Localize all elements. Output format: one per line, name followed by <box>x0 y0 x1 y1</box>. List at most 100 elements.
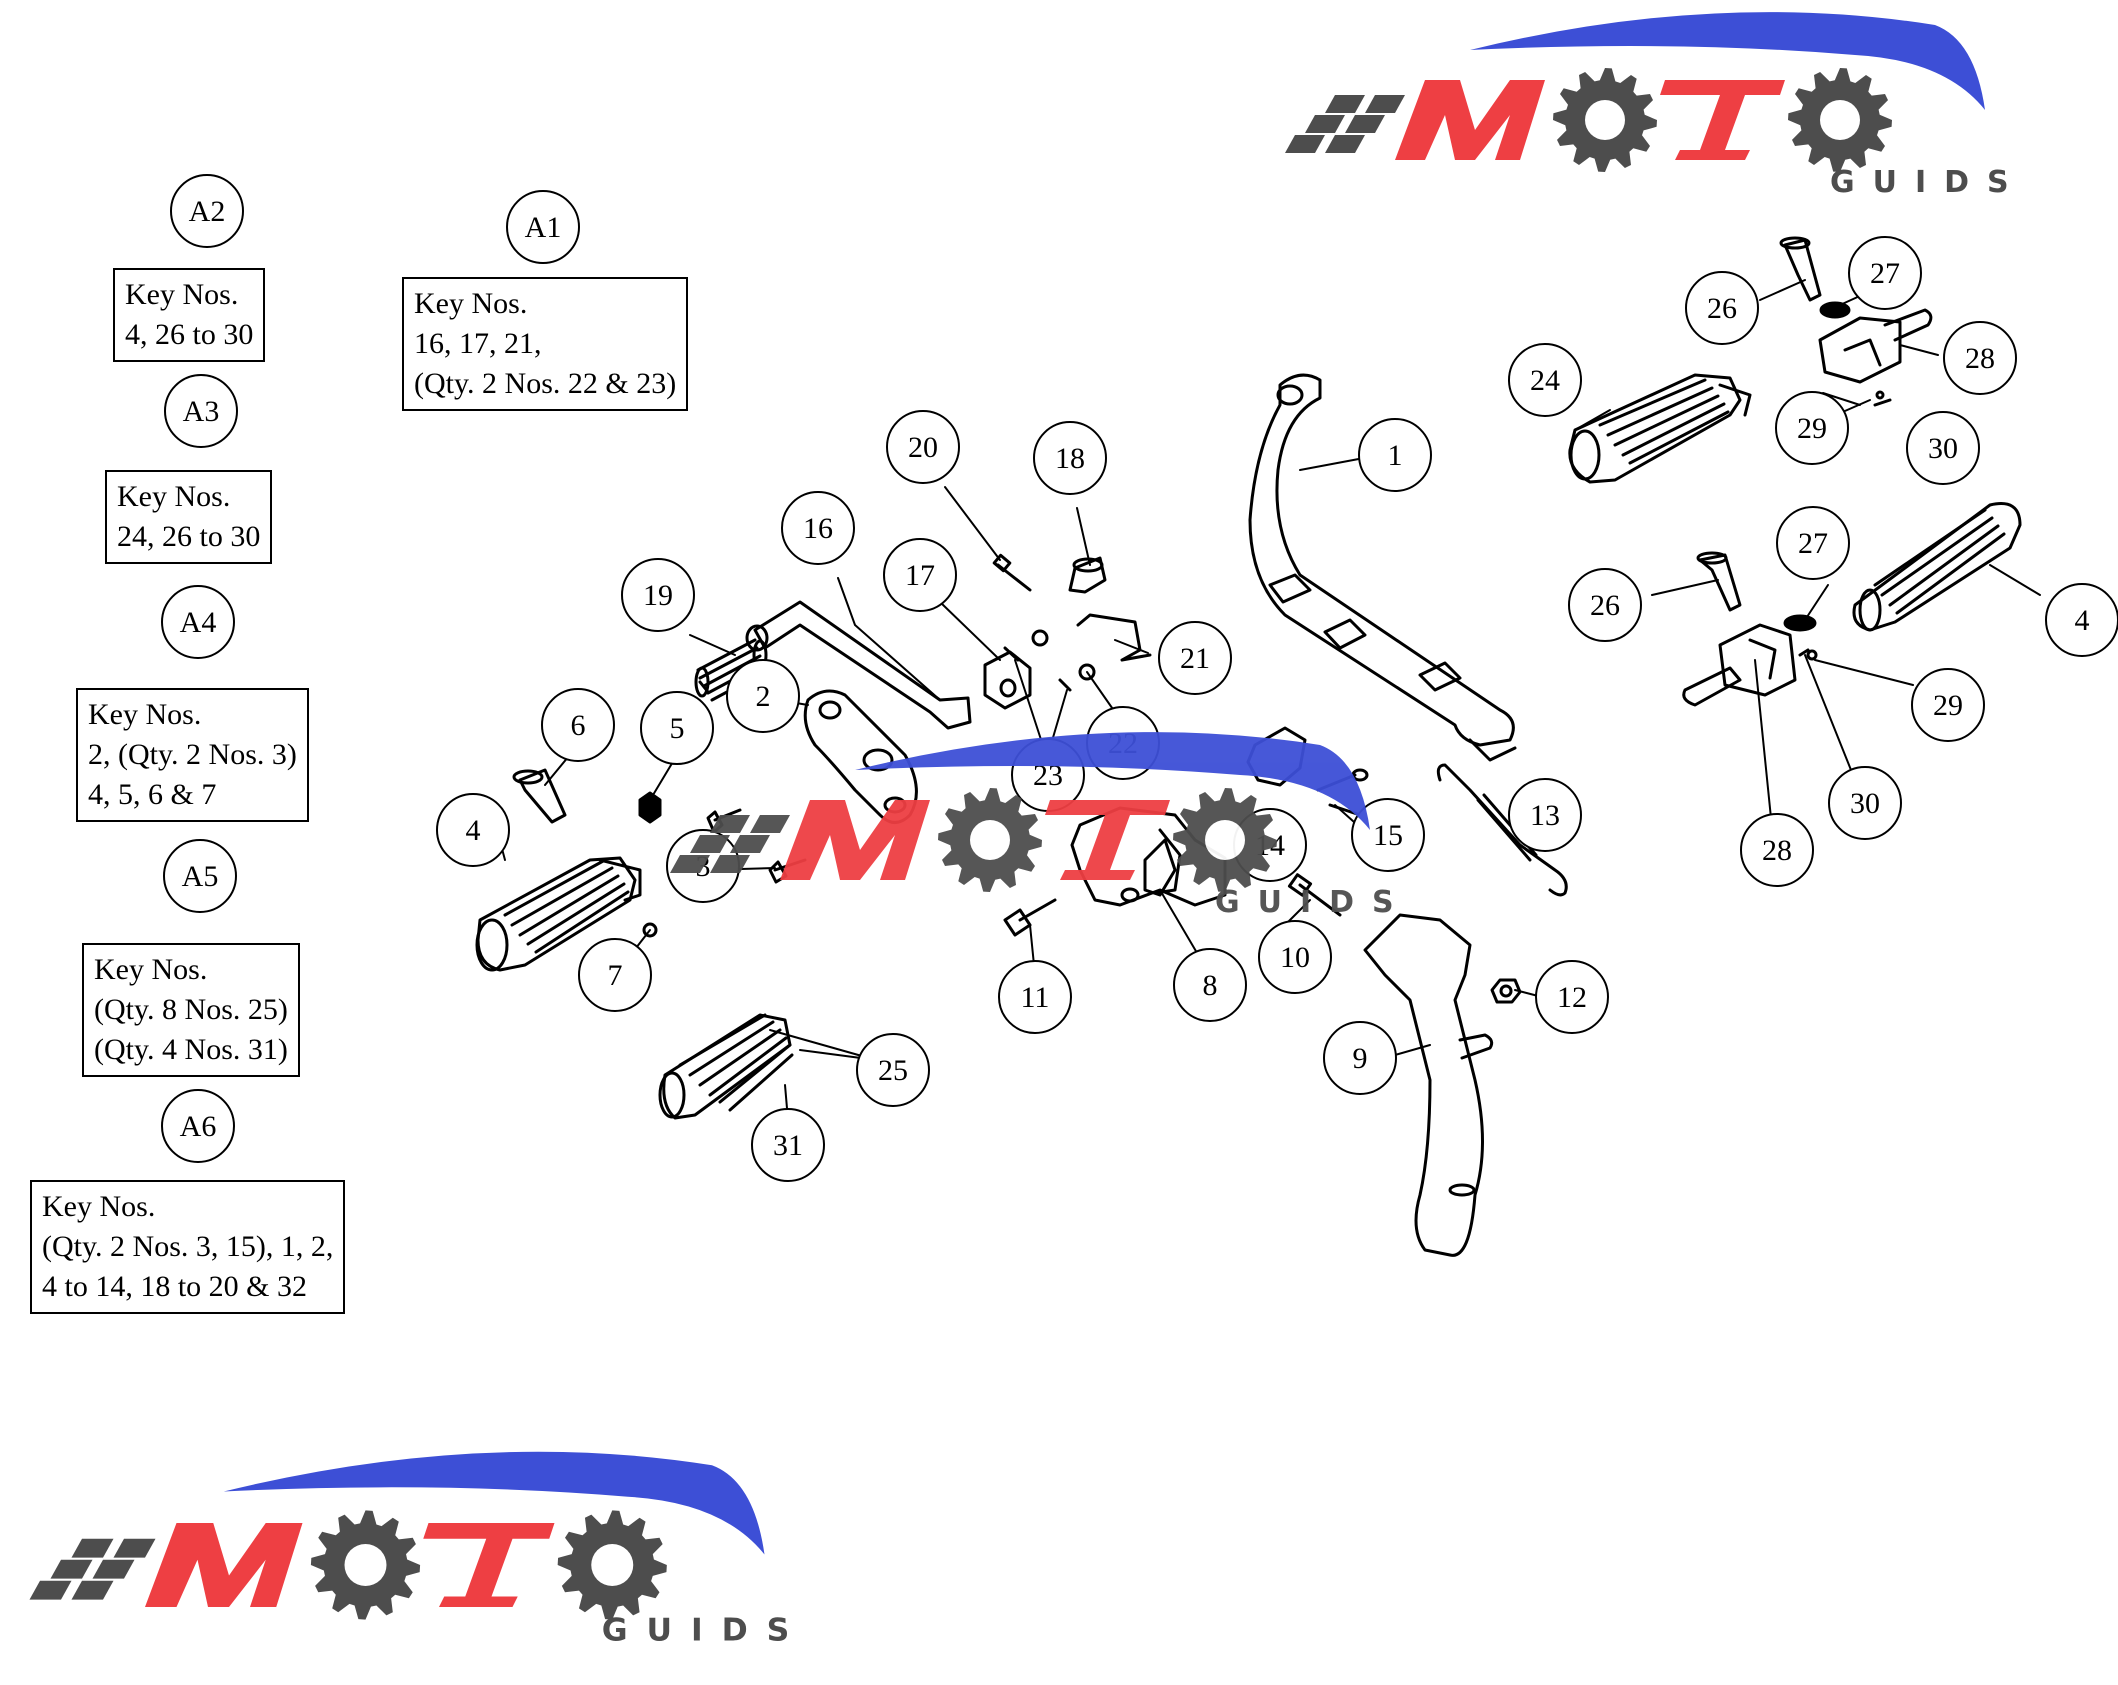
callout-30: 30 <box>1828 766 1902 840</box>
callout-circle <box>541 688 615 762</box>
callout-circle <box>1351 798 1425 872</box>
note-line: 2, (Qty. 2 Nos. 3) <box>88 738 297 771</box>
callout-circle <box>1158 621 1232 695</box>
callout-10: 10 <box>1258 920 1332 994</box>
callout-28: 28 <box>1943 321 2017 395</box>
callout-circle <box>726 659 800 733</box>
callout-26: 26 <box>1568 568 1642 642</box>
callout-circle <box>1173 948 1247 1022</box>
part-27-spring-lower <box>1783 614 1817 632</box>
callout-8: 8 <box>1173 948 1247 1022</box>
callout-4: 4 <box>2045 583 2118 657</box>
callout-circle <box>883 538 957 612</box>
assembly-id: A6 <box>180 1110 217 1143</box>
callout-number: 4 <box>2075 604 2090 637</box>
callout-circle <box>621 558 695 632</box>
note-line: Key Nos. <box>88 698 202 731</box>
note-line: Key Nos. <box>117 480 231 513</box>
callout-circle <box>1775 391 1849 465</box>
note-line: Key Nos. <box>42 1190 156 1223</box>
callout-circle <box>1258 920 1332 994</box>
callout-28: 28 <box>1740 813 1814 887</box>
callout-circle <box>1685 271 1759 345</box>
logo-subtext: GUIDS <box>1215 885 1412 920</box>
callout-number: 26 <box>1590 589 1620 622</box>
callout-20: 20 <box>886 410 960 484</box>
callout-29: 29 <box>1911 668 1985 742</box>
callout-15: 15 <box>1351 798 1425 872</box>
callout-circle <box>856 1033 930 1107</box>
moto-guids-logo: GUIDS <box>1285 12 2009 200</box>
callout-26: 26 <box>1685 271 1759 345</box>
callout-circle <box>578 938 652 1012</box>
callout-number: 1 <box>1388 439 1403 472</box>
note-line: 16, 17, 21, <box>414 327 542 360</box>
note-line: 4, 5, 6 & 7 <box>88 778 217 811</box>
part-25-31-rubbers <box>658 1013 794 1120</box>
note-line: (Qty. 8 Nos. 25) <box>94 993 288 1026</box>
part-9-side-stand <box>1363 913 1494 1257</box>
logo-swoosh <box>223 1451 765 1555</box>
callout-number: 30 <box>1928 432 1958 465</box>
callout-number: 26 <box>1707 292 1737 325</box>
note-line: (Qty. 4 Nos. 31) <box>94 1033 288 1066</box>
assembly-note-a2: Key Nos.4, 26 to 30 <box>113 268 266 362</box>
callout-number: 11 <box>1021 981 1050 1014</box>
note-line: (Qty. 2 Nos. 3, 15), 1, 2, <box>42 1230 334 1263</box>
assembly-id: A4 <box>180 606 217 639</box>
callout-circle <box>1911 668 1985 742</box>
assembly-id: A5 <box>182 860 219 893</box>
callout-18: 18 <box>1033 421 1107 495</box>
part-28-bracket-upper <box>1818 308 1933 384</box>
callout-circle <box>1535 960 1609 1034</box>
callout-13: 13 <box>1508 778 1582 852</box>
parts-drawing <box>475 236 2041 1257</box>
logo-checker <box>29 1538 156 1600</box>
logo-letter-m <box>1395 80 1545 160</box>
assembly-note-a5: Key Nos. (Qty. 8 Nos. 25) (Qty. 4 Nos. 31) <box>82 943 300 1077</box>
callout-number: 12 <box>1557 981 1587 1014</box>
callout-number: 16 <box>803 512 833 545</box>
logo-letter-m <box>780 800 930 880</box>
part-20-bolt <box>992 553 1032 592</box>
callout-circle <box>1508 778 1582 852</box>
callout-29: 29 <box>1775 391 1849 465</box>
logo-letter-m <box>145 1523 303 1607</box>
callout-circle <box>781 491 855 565</box>
assembly-note-a6: Key Nos.(Qty. 2 Nos. 3, 15), 1, 2,4 to 1… <box>30 1180 346 1314</box>
assembly-id: A2 <box>189 195 226 228</box>
callout-number: 4 <box>466 814 481 847</box>
part-5-nipple <box>638 791 662 824</box>
callout-17: 17 <box>883 538 957 612</box>
assembly-note-a1: Key Nos.16, 17, 21,(Qty. 2 Nos. 22 & 23) <box>402 277 689 411</box>
callout-number: 18 <box>1055 442 1085 475</box>
note-line: Key Nos. <box>94 953 208 986</box>
part-8-plate <box>1143 838 1177 897</box>
part-18-pin <box>1068 556 1107 594</box>
logo-swoosh <box>855 732 1370 830</box>
logo-letter-t <box>1660 80 1785 160</box>
callout-number: 10 <box>1280 941 1310 974</box>
callout-circle <box>1740 813 1814 887</box>
callout-circle <box>1906 411 1980 485</box>
callout-circle <box>2045 583 2118 657</box>
callout-number: 2 <box>756 680 771 713</box>
callout-24: 24 <box>1508 343 1582 417</box>
callout-circle <box>640 691 714 765</box>
callout-circle <box>1943 321 2017 395</box>
callout-number: 13 <box>1530 799 1560 832</box>
assembly-circle-a1 <box>506 190 580 264</box>
callout-circle <box>751 1108 825 1182</box>
part-28-bracket-lower <box>1682 623 1797 707</box>
callout-7: 7 <box>578 938 652 1012</box>
callout-12: 12 <box>1535 960 1609 1034</box>
callout-number: 5 <box>670 712 685 745</box>
callout-4: 4 <box>436 793 510 867</box>
assembly-circle-a6 <box>161 1089 235 1163</box>
callout-number: 7 <box>608 959 623 992</box>
callout-number: 20 <box>908 431 938 464</box>
callout-number: 29 <box>1797 412 1827 445</box>
logo-letter-t <box>1045 800 1170 880</box>
callout-circle <box>1848 236 1922 310</box>
